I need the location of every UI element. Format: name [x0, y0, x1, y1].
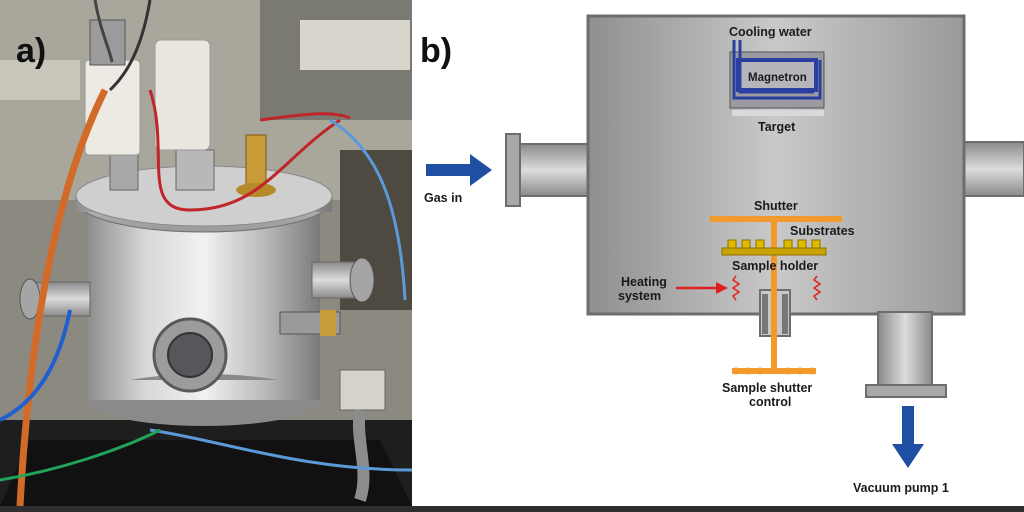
label-cooling-water: Cooling water — [729, 25, 812, 39]
feedthrough-right-wall — [782, 294, 788, 334]
control-knob — [744, 367, 752, 375]
label-magnetron: Magnetron — [748, 72, 807, 84]
label-target: Target — [758, 120, 796, 134]
heating-coil-left — [731, 275, 741, 301]
substrate — [741, 239, 751, 249]
target-plate — [732, 110, 824, 116]
gas-arrow-head — [470, 154, 492, 186]
substrate — [811, 239, 821, 249]
control-knob — [796, 367, 804, 375]
control-handle-knobs — [732, 367, 816, 375]
control-knob — [808, 367, 816, 375]
substrate — [727, 239, 737, 249]
substrate — [783, 239, 793, 249]
cooling-water-line-return — [738, 40, 814, 94]
substrate — [797, 239, 807, 249]
magnetron-coil — [736, 58, 818, 92]
panel-a-label: a) — [16, 32, 46, 70]
label-sample-shutter-control-1: Sample shutter — [722, 381, 812, 395]
label-heating-system-1: Heating — [621, 275, 667, 289]
pump-pipe — [877, 311, 933, 389]
shutter-plate — [710, 216, 842, 222]
gas-arrow-shaft — [426, 164, 472, 176]
right-port-pipe — [957, 141, 1024, 197]
feedthrough-left-wall — [762, 294, 768, 334]
cooling-water-line — [732, 40, 822, 100]
pump-flange — [865, 384, 947, 398]
control-rod — [771, 336, 777, 370]
label-sample-holder: Sample holder — [732, 259, 818, 273]
sample-holder-plate — [721, 247, 827, 256]
control-handle — [732, 368, 816, 374]
heating-coil-right — [812, 275, 822, 301]
left-port-pipe — [512, 143, 600, 197]
vacuum-arrow-shaft — [902, 406, 914, 446]
control-knob — [784, 367, 792, 375]
substrate — [755, 239, 765, 249]
substrates — [727, 239, 821, 249]
panel-b-label: b) — [420, 32, 452, 70]
vacuum-arrow-head — [892, 444, 924, 468]
vacuum-chamber-schematic — [426, 14, 1024, 468]
label-heating-system-2: system — [618, 289, 661, 303]
control-knob — [732, 367, 740, 375]
heating-arrow-head — [716, 282, 728, 294]
label-shutter: Shutter — [754, 199, 798, 213]
label-substrates: Substrates — [790, 224, 855, 238]
label-vacuum-pump: Vacuum pump 1 — [853, 481, 949, 495]
control-knob — [756, 367, 764, 375]
bottom-frame-bar — [0, 506, 1024, 512]
panel-a-photo — [0, 0, 413, 507]
shutter-rod — [771, 222, 777, 338]
label-sample-shutter-control-2: control — [749, 395, 791, 409]
label-gas-in: Gas in — [424, 191, 462, 205]
left-port-flange — [505, 133, 521, 207]
